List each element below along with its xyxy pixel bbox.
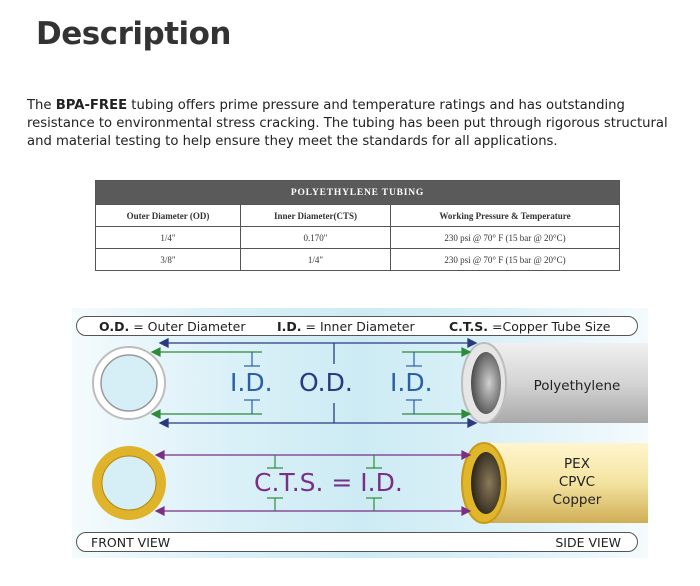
copper-tube-side	[461, 442, 648, 524]
cts-ticks	[267, 455, 382, 511]
side-view-label: SIDE VIEW	[555, 535, 621, 550]
cpvc-label: CPVC	[558, 474, 596, 490]
pex-label: PEX	[564, 456, 590, 472]
legend-od-abbr: O.D.	[99, 319, 130, 334]
copper-ring-front	[92, 446, 166, 520]
table-cell: 0.170"	[240, 226, 391, 249]
intro-bold: BPA-FREE	[55, 98, 128, 113]
table-cell: 230 psi @ 70° F (15 bar @ 20°C)	[390, 248, 620, 271]
legend-cts: C.T.S. =Copper Tube Size	[449, 319, 610, 334]
id-ticks	[244, 352, 422, 414]
copper-label: Copper	[552, 492, 602, 508]
legend-cts-abbr: C.T.S.	[449, 319, 489, 334]
view-bar: FRONT VIEW SIDE VIEW	[76, 532, 638, 552]
id-label-left: I.D.	[230, 368, 273, 397]
table-cell: 1/4"	[95, 226, 241, 249]
table-cell: 3/8"	[95, 248, 241, 271]
cts-equals-id-label: C.T.S. = I.D.	[254, 468, 403, 497]
legend-od-text: = Outer Diameter	[129, 319, 246, 334]
table-title-row: POLYETHYLENE TUBING	[95, 180, 620, 205]
od-dimension-lines	[158, 337, 478, 429]
table-title: POLYETHYLENE TUBING	[95, 180, 620, 205]
table-row: 3/8" 1/4" 230 psi @ 70° F (15 bar @ 20°C…	[95, 248, 620, 271]
polyethylene-label: Polyethylene	[533, 378, 621, 394]
intro-rest: tubing offers prime pressure and tempera…	[27, 98, 668, 149]
table-cell: 230 psi @ 70° F (15 bar @ 20°C)	[390, 226, 620, 249]
front-view-label: FRONT VIEW	[91, 535, 171, 550]
legend-od: O.D. = Outer Diameter	[99, 319, 245, 334]
polyethylene-tube-side	[461, 342, 648, 424]
id-label-right: I.D.	[390, 368, 433, 397]
page-title: Description	[36, 16, 232, 52]
legend-id-abbr: I.D.	[277, 319, 302, 334]
table-row: 1/4" 0.170" 230 psi @ 70° F (15 bar @ 20…	[95, 226, 620, 249]
tube-diagram-graphic	[92, 337, 648, 524]
table-header-id: Inner Diameter(CTS)	[240, 204, 391, 227]
polyethylene-ring-front	[92, 346, 166, 420]
table-header-row: Outer Diameter (OD) Inner Diameter(CTS) …	[95, 204, 620, 227]
intro-paragraph: The BPA-FREE tubing offers prime pressur…	[27, 97, 677, 151]
legend-bar: O.D. = Outer Diameter I.D. = Inner Diame…	[76, 316, 638, 336]
spec-table: POLYETHYLENE TUBING Outer Diameter (OD) …	[95, 180, 620, 271]
cts-dimension-lines	[154, 450, 472, 516]
table-header-od: Outer Diameter (OD)	[95, 204, 241, 227]
legend-cts-text: =Copper Tube Size	[488, 319, 611, 334]
od-label: O.D.	[299, 368, 353, 397]
legend-id: I.D. = Inner Diameter	[277, 319, 415, 334]
table-cell: 1/4"	[240, 248, 391, 271]
legend-id-text: = Inner Diameter	[301, 319, 415, 334]
tube-diagram: O.D. = Outer Diameter I.D. = Inner Diame…	[72, 308, 648, 558]
id-dimension-lines	[150, 347, 472, 419]
table-header-pressure: Working Pressure & Temperature	[390, 204, 620, 227]
intro-prefix: The	[27, 98, 56, 113]
